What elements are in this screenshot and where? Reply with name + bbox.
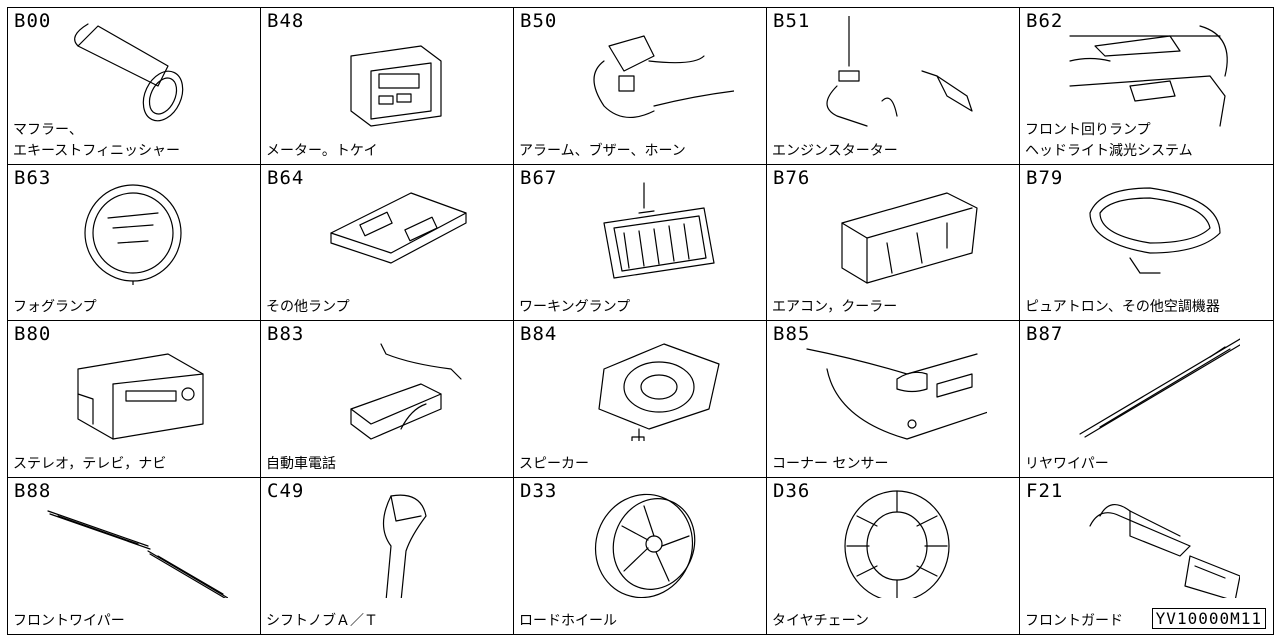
part-cell-f21[interactable]: F21 フロントガード YV10000M11 — [1020, 478, 1273, 635]
reference-code: YV10000M11 — [1151, 608, 1266, 629]
part-caption: タイヤチェーン — [772, 613, 869, 629]
part-code: B00 — [14, 10, 52, 32]
part-cell-b85[interactable]: B85 コーナー センサー — [767, 321, 1020, 478]
part-code: B85 — [773, 323, 811, 345]
part-cell-b64[interactable]: B64 その他ランプ — [261, 164, 514, 321]
part-caption: エアコン，クーラー — [772, 299, 898, 315]
part-caption: ワーキングランプ — [519, 299, 631, 315]
part-cell-b80[interactable]: B80 ステレオ，テレビ，ナビ — [8, 321, 261, 478]
part-caption: フォグランプ — [13, 299, 97, 315]
part-code: B87 — [1026, 323, 1064, 345]
part-cell-b00[interactable]: B00 マフラー、 エキーストフィニッシャー — [8, 8, 261, 165]
part-cell-b87[interactable]: B87 リヤワイパー — [1020, 321, 1273, 478]
corner-sensor-icon — [797, 329, 998, 441]
part-caption: アラーム、ブザー、ホーン — [519, 142, 686, 159]
fog-lamp-icon — [38, 173, 228, 289]
room-lamp-icon — [291, 173, 481, 285]
part-code: B50 — [520, 10, 558, 32]
front-lamp-icon — [1050, 16, 1240, 128]
part-caption: その他ランプ — [266, 299, 350, 315]
rear-wiper-icon — [1050, 329, 1246, 441]
front-guard-icon — [1050, 486, 1241, 602]
part-caption: メーター。トケイ — [266, 142, 378, 159]
part-cell-b67[interactable]: B67 ワーキングランプ — [514, 164, 767, 321]
part-caption: スピーカー — [519, 455, 589, 472]
part-code: B62 — [1026, 10, 1064, 32]
road-wheel-icon — [544, 486, 734, 598]
part-cell-b63[interactable]: B63 フォグランプ — [8, 164, 261, 321]
part-code: B84 — [520, 323, 558, 345]
front-wiper-icon — [38, 486, 236, 605]
part-caption: ピュアトロン、その他空調機器 — [1025, 299, 1220, 315]
part-code: B80 — [14, 323, 52, 345]
part-code: B88 — [14, 479, 52, 502]
part-cell-b76[interactable]: B76 エアコン，クーラー — [767, 164, 1020, 321]
part-caption: フロントワイパー — [13, 613, 125, 629]
working-lamp-icon — [544, 173, 734, 285]
meter-clock-icon — [291, 16, 481, 128]
tire-chain-icon — [797, 486, 987, 602]
part-code: B64 — [267, 166, 305, 189]
part-code: B67 — [520, 166, 558, 189]
part-cell-b84[interactable]: B84 スピーカー — [514, 321, 767, 478]
part-caption: フロントガード — [1025, 613, 1123, 629]
air-purifier-icon — [1050, 173, 1240, 285]
part-caption: マフラー、 エキーストフィニッシャー — [13, 121, 181, 159]
part-caption: フロント回りランプ ヘッドライト減光システム — [1025, 121, 1193, 159]
part-cell-d36[interactable]: D36 タイヤチェーン — [767, 477, 1020, 634]
air-conditioner-icon — [797, 173, 987, 285]
part-caption: エンジンスターター — [772, 142, 898, 159]
part-code: D33 — [520, 479, 558, 502]
part-code: B48 — [267, 10, 305, 32]
part-caption: ロードホイール — [519, 613, 617, 629]
muffler-icon — [38, 16, 228, 128]
part-code: C49 — [267, 479, 305, 502]
car-phone-icon — [291, 329, 481, 441]
part-cell-b62[interactable]: B62 フロント回りランプ ヘッドライト減光システム — [1020, 8, 1273, 165]
part-code: B79 — [1026, 166, 1064, 189]
part-caption: 自動車電話 — [266, 455, 336, 472]
part-code: B63 — [14, 166, 52, 189]
alarm-horn-icon — [544, 16, 735, 128]
shift-knob-icon — [291, 486, 481, 602]
part-cell-b79[interactable]: B79 ピュアトロン、その他空調機器 — [1020, 165, 1273, 321]
speaker-icon — [544, 329, 734, 448]
part-cell-b50[interactable]: B50 アラーム、ブザー、ホーン — [514, 8, 767, 165]
part-caption: シフトノブＡ／Ｔ — [266, 613, 378, 629]
part-code: F21 — [1026, 479, 1064, 502]
part-caption: ステレオ，テレビ，ナビ — [13, 455, 167, 472]
parts-catalog-grid: B00 マフラー、 エキーストフィニッシャー B48 メーター。トケイ B50 … — [7, 7, 1274, 635]
part-cell-b48[interactable]: B48 メーター。トケイ — [261, 8, 514, 165]
part-cell-c49[interactable]: C49 シフトノブＡ／Ｔ — [261, 477, 514, 634]
stereo-icon — [38, 329, 228, 441]
part-code: B76 — [773, 166, 811, 189]
part-code: B51 — [773, 10, 811, 32]
part-caption: リヤワイパー — [1025, 455, 1109, 472]
part-code: B83 — [267, 323, 305, 345]
part-caption: コーナー センサー — [772, 455, 889, 472]
part-code: D36 — [773, 479, 811, 502]
part-cell-b51[interactable]: B51 エンジンスターター — [767, 8, 1020, 165]
part-cell-b88[interactable]: B88 フロントワイパー — [8, 477, 261, 634]
part-cell-d33[interactable]: D33 ロードホイール — [514, 477, 767, 634]
part-cell-b83[interactable]: B83 自動車電話 — [261, 321, 514, 478]
engine-starter-icon — [797, 15, 987, 128]
